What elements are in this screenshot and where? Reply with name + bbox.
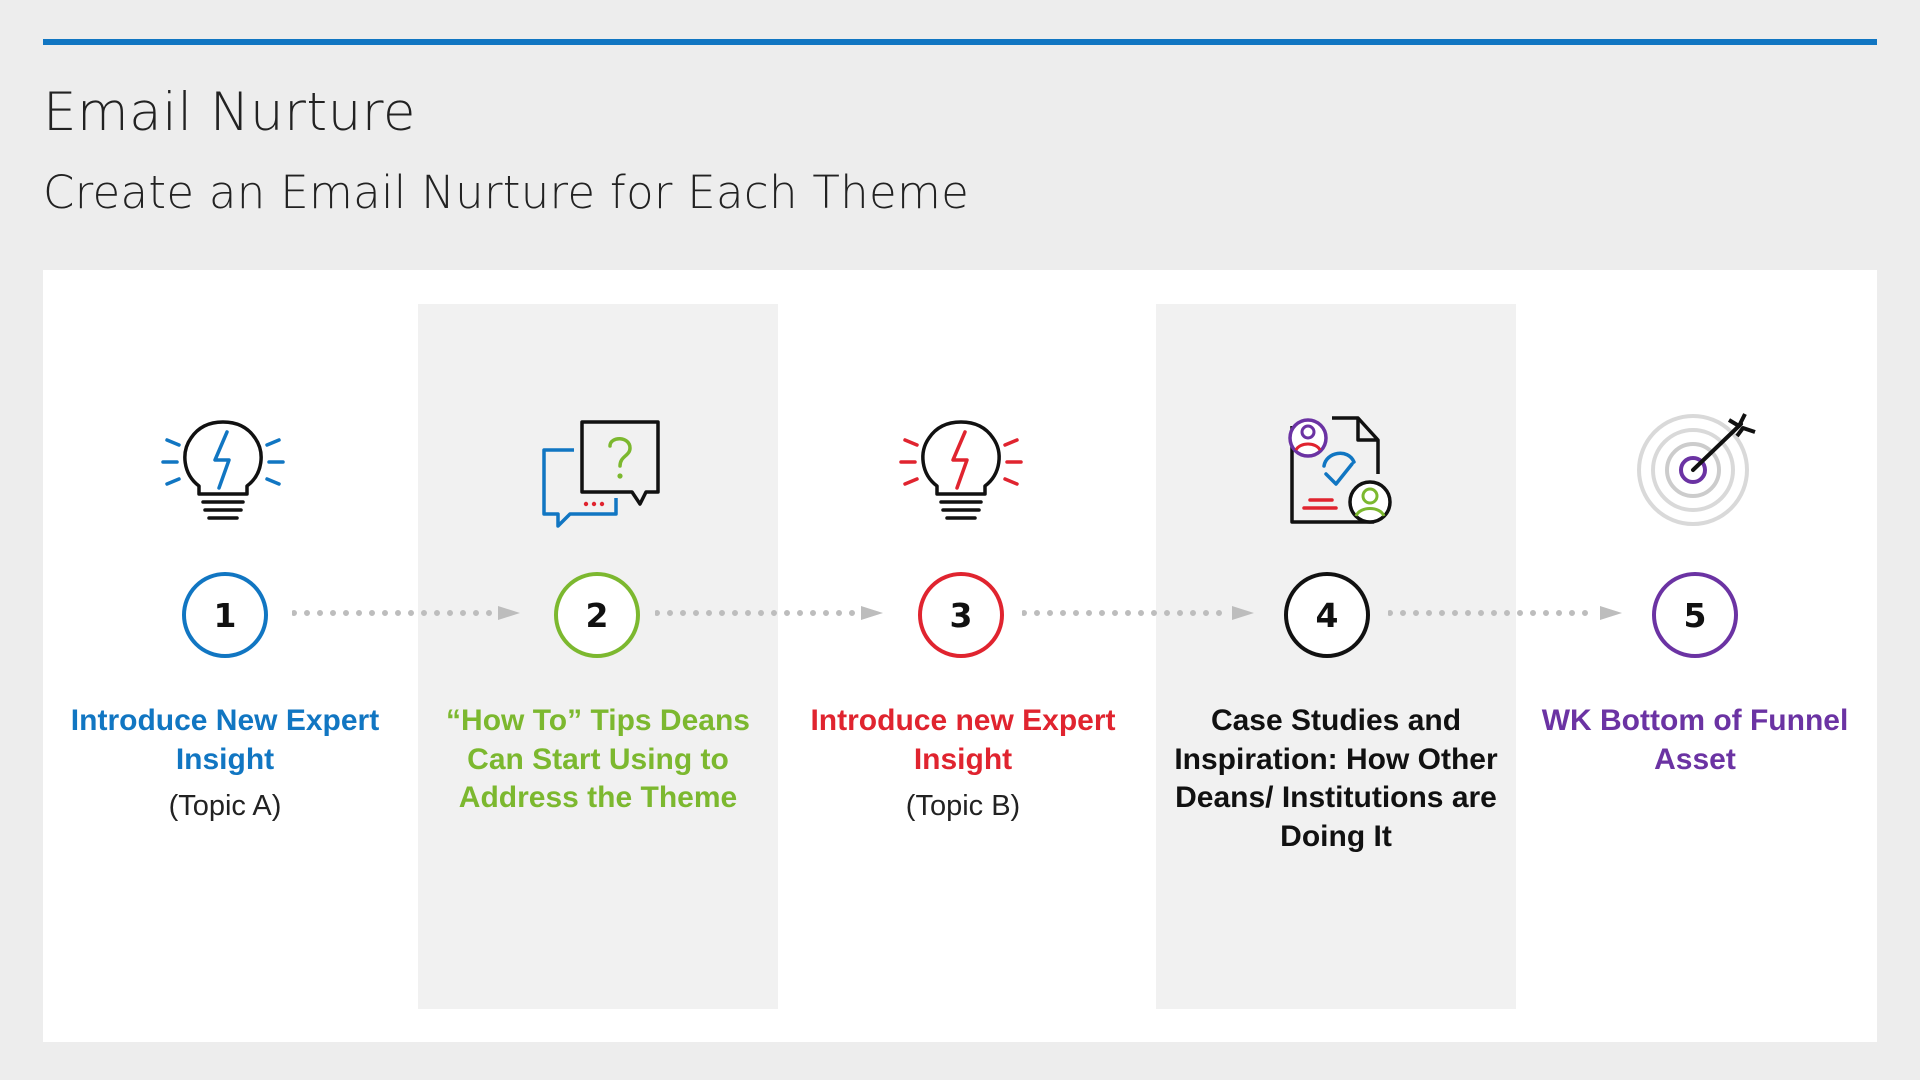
step-4-label: Case Studies and Inspiration: How Other … — [1174, 704, 1498, 853]
step-3-sublabel: (Topic B) — [905, 790, 1021, 822]
top-rule — [43, 39, 1877, 45]
step-3-number: 3 — [918, 572, 1004, 658]
step-2-label: “How To” Tips Deans Can Start Using to A… — [446, 704, 750, 814]
step-3-label: Introduce new Expert Insight — [810, 704, 1116, 776]
step-1-number: 1 — [182, 572, 268, 658]
connector-arrow-3-4 — [1022, 606, 1256, 620]
target-arrow-icon — [1627, 390, 1767, 530]
chat-question-icon — [528, 390, 668, 530]
connector-arrow-1-2 — [292, 606, 522, 620]
step-4-number: 4 — [1284, 572, 1370, 658]
process-panel: 1 2 3 4 5 Introduce New Expert Insight (… — [43, 270, 1877, 1042]
connector-arrow-4-5 — [1388, 606, 1624, 620]
lightbulb-bolt-icon — [153, 390, 293, 530]
lightbulb-bolt-icon — [891, 390, 1031, 530]
step-1-label: Introduce New Expert Insight — [70, 704, 380, 776]
case-study-document-icon — [1262, 390, 1402, 530]
step-2-number: 2 — [554, 572, 640, 658]
step-1-sublabel: (Topic A) — [168, 790, 282, 822]
connector-arrow-2-3 — [655, 606, 885, 620]
page-subtitle: Create an Email Nurture for Each Theme — [43, 166, 970, 219]
step-5-number: 5 — [1652, 572, 1738, 658]
page-title: Email Nurture — [43, 82, 417, 143]
step-5-label: WK Bottom of Funnel Asset — [1541, 704, 1849, 776]
